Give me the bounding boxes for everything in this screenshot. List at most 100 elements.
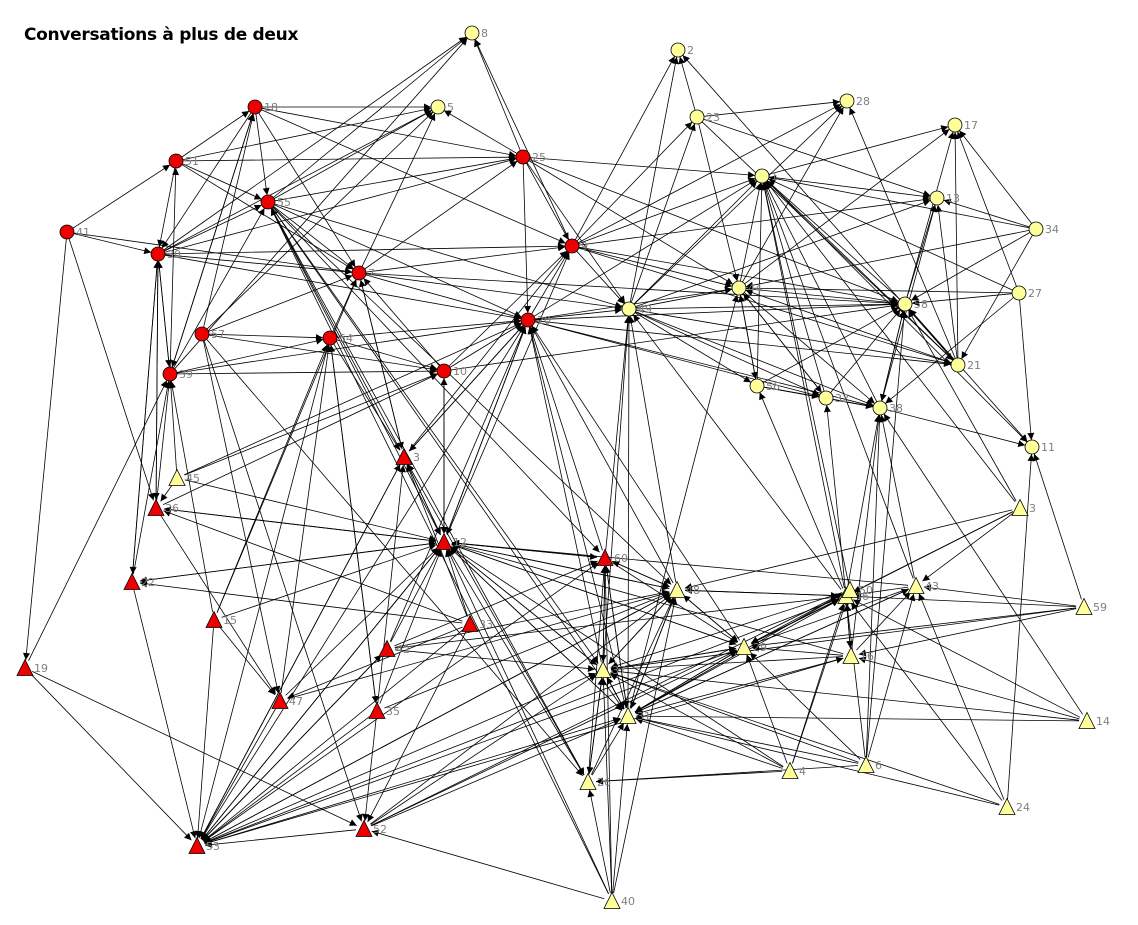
node-60[interactable]: 60	[596, 548, 628, 566]
node-12[interactable]: 12	[435, 532, 467, 550]
node-2[interactable]: 2	[670, 42, 694, 58]
node-19-marker[interactable]	[16, 658, 34, 676]
node-6[interactable]: 6	[857, 755, 882, 773]
node-21-marker[interactable]	[950, 357, 966, 373]
node-16-marker[interactable]	[842, 646, 860, 664]
node-35-marker[interactable]	[368, 701, 386, 719]
node-15-marker[interactable]	[205, 610, 223, 628]
node-51-marker[interactable]	[168, 153, 184, 169]
node-33-marker[interactable]	[461, 614, 479, 632]
node-9[interactable]: 9	[564, 238, 588, 254]
node-22[interactable]: 22	[123, 572, 155, 590]
node-47[interactable]: 47	[271, 691, 303, 709]
node-43-marker[interactable]	[907, 576, 925, 594]
node-17[interactable]: 17	[947, 117, 978, 133]
node-37-marker[interactable]	[594, 660, 612, 678]
node-7[interactable]: 7	[351, 265, 375, 281]
node-14[interactable]: 14	[1078, 711, 1110, 729]
node-34-marker[interactable]	[1028, 221, 1044, 237]
node-7-marker[interactable]	[351, 265, 367, 281]
node-29[interactable]: 29	[735, 637, 767, 655]
node-20-marker[interactable]	[520, 312, 536, 328]
node-22-marker[interactable]	[123, 572, 141, 590]
node-34[interactable]: 34	[1028, 221, 1059, 237]
node-3[interactable]: 3	[395, 447, 420, 465]
node-15[interactable]: 15	[205, 610, 237, 628]
node-44-marker[interactable]	[731, 280, 747, 296]
node-40[interactable]: 40	[603, 891, 635, 909]
node-10[interactable]: 10	[436, 363, 467, 379]
node-24-marker[interactable]	[998, 797, 1016, 815]
node-23[interactable]: 23	[689, 109, 720, 125]
node-35[interactable]: 35	[368, 701, 400, 719]
node-41-marker[interactable]	[59, 224, 75, 240]
node-23-marker[interactable]	[689, 109, 705, 125]
node-28[interactable]: 28	[839, 93, 870, 109]
node-27[interactable]: 27	[1011, 285, 1042, 301]
node-47-marker[interactable]	[271, 691, 289, 709]
node-48-marker[interactable]	[668, 580, 686, 598]
node-2-marker[interactable]	[670, 42, 686, 58]
node-17-marker[interactable]	[947, 117, 963, 133]
node-13[interactable]: 13	[929, 190, 960, 206]
node-21[interactable]: 21	[950, 357, 981, 373]
node-41[interactable]: 41	[59, 224, 90, 240]
node-42-marker[interactable]	[378, 639, 396, 657]
node-30[interactable]: 30	[150, 246, 181, 262]
node-26-marker[interactable]	[579, 772, 597, 790]
node-32[interactable]: 32	[818, 390, 849, 406]
node-50[interactable]: 50	[841, 580, 873, 598]
node-49-marker[interactable]	[621, 301, 637, 317]
node-1[interactable]: 1	[754, 168, 778, 184]
node-58[interactable]: 58	[897, 296, 928, 312]
node-28-marker[interactable]	[839, 93, 855, 109]
node-38[interactable]: 38	[872, 400, 903, 416]
node-57-marker[interactable]	[194, 326, 210, 342]
node-10-marker[interactable]	[436, 363, 452, 379]
node-39[interactable]: 39	[162, 366, 193, 382]
node-49[interactable]: 49	[621, 301, 652, 317]
node-20[interactable]: 20	[520, 312, 551, 328]
node-40-marker[interactable]	[603, 891, 621, 909]
node-43[interactable]: 43	[907, 576, 939, 594]
node-11-marker[interactable]	[1024, 439, 1040, 455]
node-59-marker[interactable]	[1075, 597, 1093, 615]
node-6-marker[interactable]	[857, 755, 875, 773]
node-25[interactable]: 25	[515, 149, 546, 165]
node-24[interactable]: 24	[998, 797, 1030, 815]
node-31-marker[interactable]	[619, 706, 637, 724]
node-25-marker[interactable]	[515, 149, 531, 165]
node-60-marker[interactable]	[596, 548, 614, 566]
node-3b-marker[interactable]	[1011, 498, 1029, 516]
node-56-marker[interactable]	[749, 378, 765, 394]
node-1-marker[interactable]	[754, 168, 770, 184]
node-38-marker[interactable]	[872, 400, 888, 416]
node-52-marker[interactable]	[355, 819, 373, 837]
node-30-marker[interactable]	[150, 246, 166, 262]
node-18-marker[interactable]	[247, 99, 263, 115]
node-8[interactable]: 8	[464, 25, 488, 41]
node-58-marker[interactable]	[897, 296, 913, 312]
node-16[interactable]: 16	[842, 646, 874, 664]
node-8-marker[interactable]	[464, 25, 480, 41]
node-26[interactable]: 26	[579, 772, 611, 790]
node-11[interactable]: 11	[1024, 439, 1055, 455]
node-55-marker[interactable]	[260, 194, 276, 210]
node-51[interactable]: 51	[168, 153, 199, 169]
node-32-marker[interactable]	[818, 390, 834, 406]
node-12-marker[interactable]	[435, 532, 453, 550]
node-42[interactable]: 42	[378, 639, 410, 657]
node-31[interactable]: 31	[619, 706, 651, 724]
node-48[interactable]: 48	[668, 580, 700, 598]
node-3-marker[interactable]	[395, 447, 413, 465]
node-50-marker[interactable]	[841, 580, 859, 598]
node-19[interactable]: 19	[16, 658, 48, 676]
node-33[interactable]: 33	[461, 614, 493, 632]
node-37[interactable]: 37	[594, 660, 626, 678]
node-53[interactable]: 53	[188, 836, 220, 854]
node-36-marker[interactable]	[147, 498, 165, 516]
node-9-marker[interactable]	[564, 238, 580, 254]
node-3b[interactable]: 3	[1011, 498, 1036, 516]
node-52[interactable]: 52	[355, 819, 387, 837]
node-39-marker[interactable]	[162, 366, 178, 382]
